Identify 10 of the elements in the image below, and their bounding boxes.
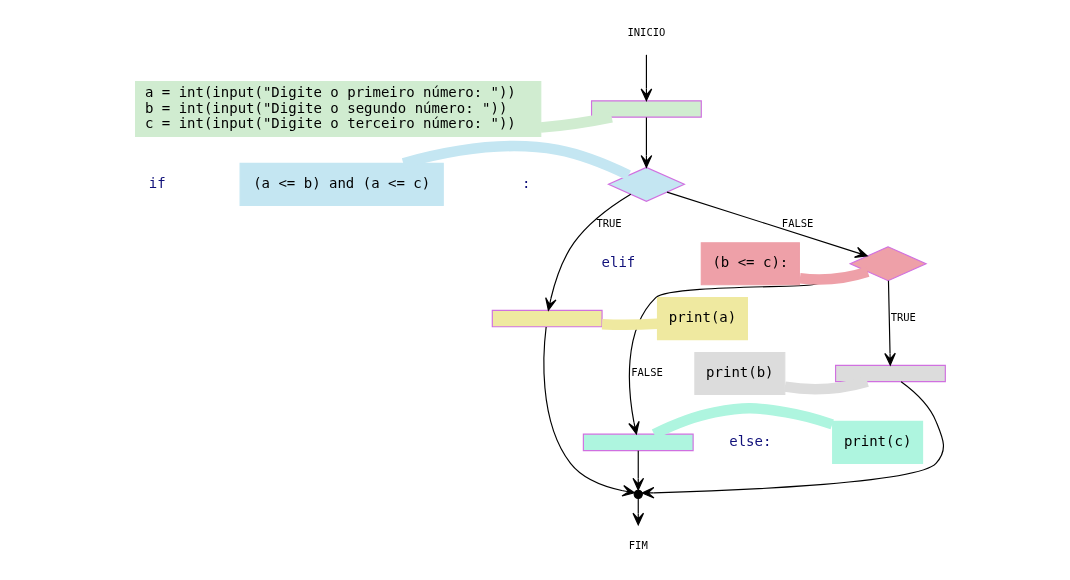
- label: elif: [601, 254, 635, 271]
- node-text: INICIO: [626, 26, 665, 39]
- edge-label: FALSE: [781, 216, 813, 229]
- node-text: FIM: [628, 538, 648, 551]
- edge-label: FALSE: [630, 366, 663, 379]
- label: if: [148, 174, 166, 191]
- label: :: [521, 174, 530, 191]
- edge-label: TRUE: [890, 311, 916, 324]
- edge-label: TRUE: [595, 216, 622, 229]
- label: else:: [728, 432, 771, 449]
